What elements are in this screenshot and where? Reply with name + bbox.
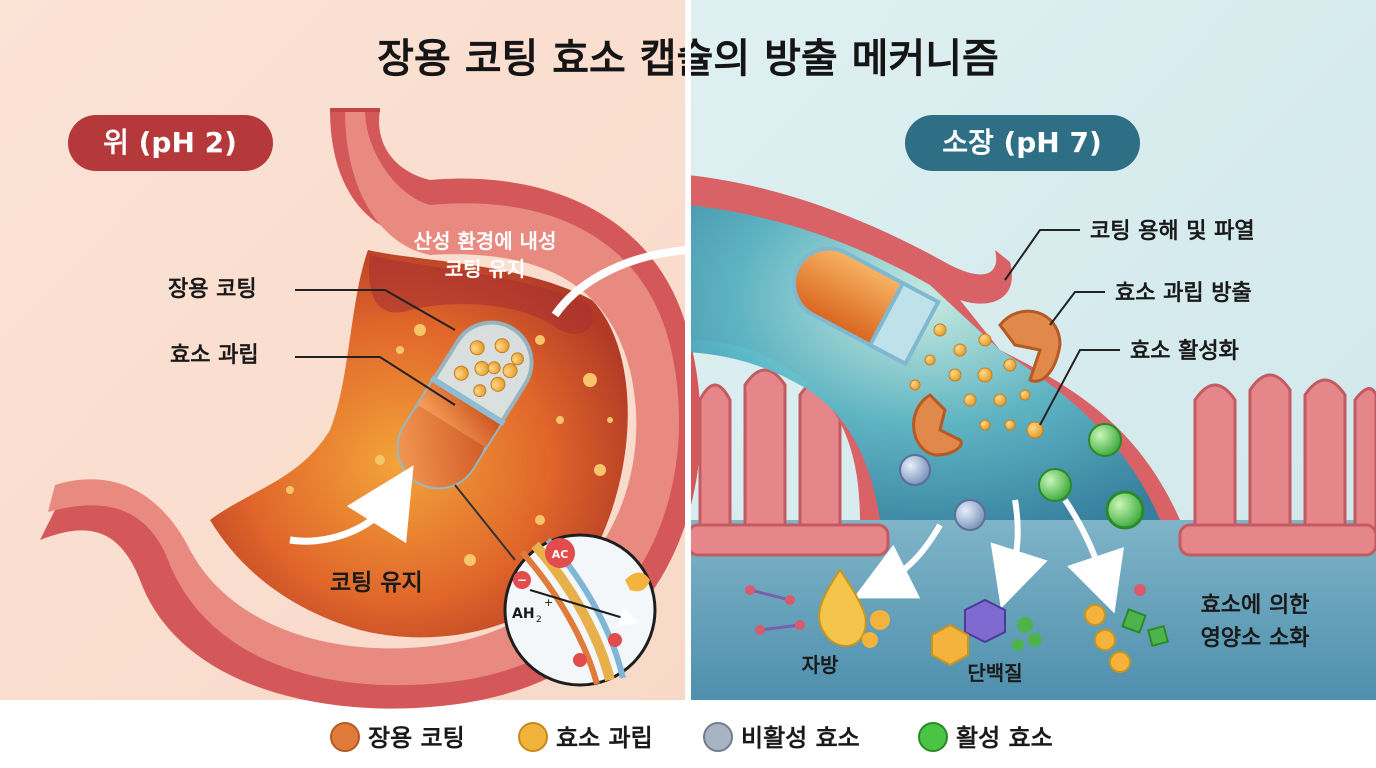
fat-molecules — [745, 568, 890, 648]
legend-item-inactive: 비활성 효소 — [703, 722, 860, 752]
label-protein: 단백질 — [967, 661, 1022, 685]
digestion-arrows — [853, 498, 1124, 614]
minus-icon: − — [517, 573, 527, 587]
legend-background — [0, 700, 1376, 768]
inactive-enzymes — [899, 454, 986, 531]
leader-granules-2 — [379, 356, 456, 406]
legend-label-active: 활성 효소 — [956, 724, 1053, 752]
leader-dissolve — [1004, 229, 1080, 281]
legend-label-inactive: 비활성 효소 — [741, 724, 860, 752]
digested-molecules — [1084, 584, 1170, 673]
leader-coating-2 — [384, 289, 456, 331]
legend-item-coating: 장용 코팅 — [330, 722, 465, 752]
coating-maintain-arrow — [289, 465, 414, 545]
label-enzyme-activate: 효소 활성화 — [1130, 339, 1239, 364]
legend-swatch-granule — [518, 722, 548, 752]
stomach-badge: 위 (pH 2) — [68, 115, 273, 171]
legend-swatch-inactive — [703, 722, 733, 752]
inset-ion-ah: AH — [512, 606, 535, 622]
label-coating-dissolve: 코팅 용해 및 파열 — [1090, 219, 1255, 244]
broken-shell-2 — [912, 393, 963, 457]
legend-swatch-active — [918, 722, 948, 752]
label-digest-line1: 효소에 의한 — [1201, 593, 1310, 618]
intestine-badge: 소장 (pH 7) — [905, 115, 1140, 171]
leader-release — [1049, 291, 1105, 326]
inset-superscript: + — [544, 596, 553, 609]
label-granule-release: 효소 과립 방출 — [1115, 281, 1252, 306]
label-enteric-coating: 장용 코팅 — [168, 277, 257, 302]
legend-label-granule: 효소 과립 — [556, 724, 653, 752]
coating-inset: AC − AH 2 + — [454, 484, 657, 687]
legend-item-granule: 효소 과립 — [518, 722, 653, 752]
legend-swatch-coating — [330, 722, 360, 752]
label-digest-line2: 영양소 소화 — [1201, 626, 1310, 651]
intestine-badge-label: 소장 (pH 7) — [942, 126, 1102, 159]
inset-subscript: 2 — [536, 615, 542, 625]
enteric-capsule — [396, 320, 534, 490]
legend-label-coating: 장용 코팅 — [368, 724, 465, 752]
label-fat: 자방 — [802, 653, 839, 677]
acid-note-line2: 코팅 유지 — [445, 257, 526, 281]
legend-item-active: 활성 효소 — [918, 722, 1053, 752]
label-enzyme-granules: 효소 과립 — [170, 343, 259, 368]
dissolving-capsule — [792, 246, 941, 367]
leader-activate — [1039, 349, 1120, 426]
protein-molecules — [931, 598, 1042, 667]
label-coating-maintained: 코팅 유지 — [330, 570, 423, 596]
acid-note-line1: 산성 환경에 내성 — [414, 229, 557, 253]
stomach-badge-label: 위 (pH 2) — [103, 126, 237, 159]
inset-ion-ac: AC — [552, 548, 569, 561]
legend: 장용 코팅 효소 과립 비활성 효소 활성 효소 — [330, 722, 1053, 752]
broken-shell-1 — [998, 309, 1062, 383]
active-enzymes — [1038, 423, 1145, 530]
released-granules — [909, 323, 1044, 439]
